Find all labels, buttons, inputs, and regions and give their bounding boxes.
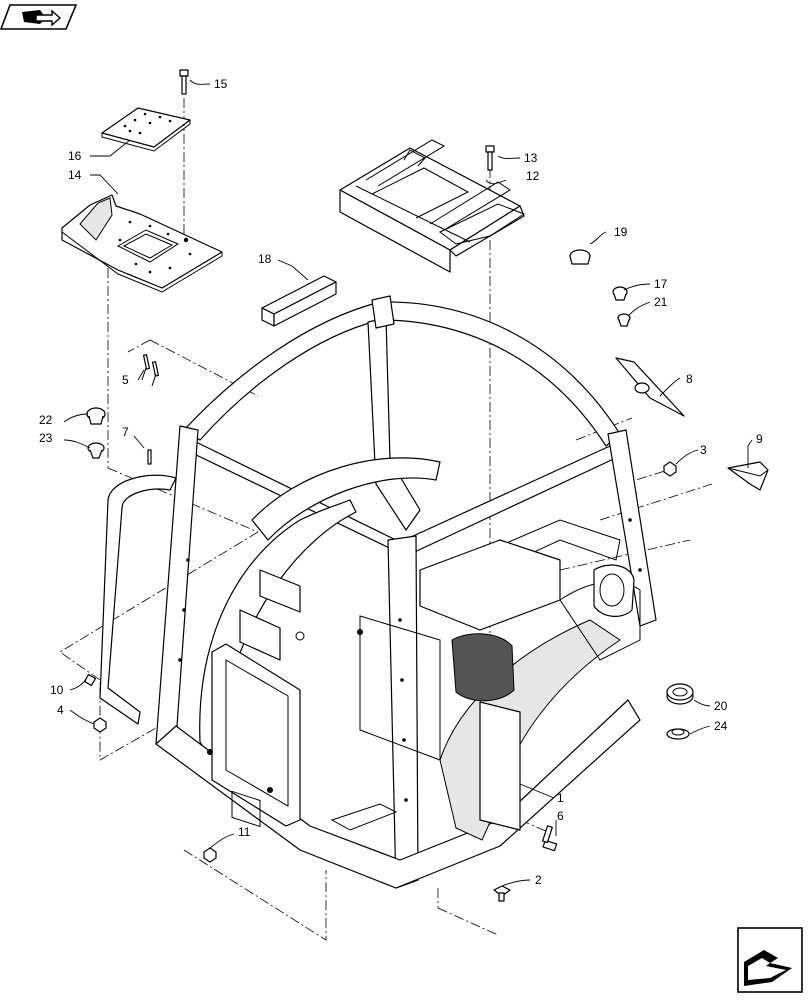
callout-13: 13 <box>524 151 538 165</box>
part-3-nut <box>663 461 677 477</box>
part-17-plug <box>612 286 628 301</box>
callout-7: 7 <box>122 425 129 439</box>
callout-5: 5 <box>122 373 129 387</box>
callout-3: 3 <box>700 443 707 457</box>
part-18-foam-block <box>261 275 337 327</box>
part-6-bolt <box>542 825 558 852</box>
part-2-screw <box>493 885 511 902</box>
part-16-plate <box>101 107 191 152</box>
callout-2: 2 <box>535 873 542 887</box>
callout-labels: 1 2 3 4 5 6 7 8 9 10 11 12 13 14 15 16 1… <box>39 77 763 887</box>
part-8-trim <box>615 357 685 417</box>
callout-1: 1 <box>557 791 564 805</box>
callout-15: 15 <box>214 77 228 91</box>
part-22-plug <box>86 407 106 425</box>
callout-10: 10 <box>50 683 64 697</box>
part-10-pin <box>83 673 97 687</box>
callout-17: 17 <box>654 277 668 291</box>
part-5-bolts <box>141 354 160 387</box>
part-11-nut <box>203 847 217 863</box>
leader-lines <box>63 79 753 887</box>
part-1-cab-frame <box>99 295 657 889</box>
callout-19: 19 <box>614 225 628 239</box>
next-page-arrow-icon[interactable] <box>737 927 803 993</box>
part-15-bolt <box>179 69 189 95</box>
callout-12: 12 <box>526 169 540 183</box>
callout-14: 14 <box>68 168 82 182</box>
part-21-plug <box>617 313 631 327</box>
part-4-nut <box>93 717 107 733</box>
callout-9: 9 <box>756 432 763 446</box>
part-23-plug <box>87 442 105 459</box>
callout-22: 22 <box>39 413 53 427</box>
assembly-center-lines <box>59 98 713 941</box>
part-20-grommet <box>666 683 694 705</box>
callout-23: 23 <box>39 431 53 445</box>
callout-6: 6 <box>557 809 564 823</box>
callout-18: 18 <box>258 252 272 266</box>
part-13-bolt <box>485 145 495 171</box>
part-19-cap <box>569 249 591 265</box>
book-arrow-icon[interactable] <box>0 4 78 30</box>
part-9-cover <box>727 461 769 491</box>
callout-20: 20 <box>714 699 728 713</box>
part-12-channel <box>339 139 526 273</box>
part-24-grommet <box>666 728 690 740</box>
callout-24: 24 <box>714 719 728 733</box>
callout-16: 16 <box>68 149 82 163</box>
part-7-pin <box>147 449 152 465</box>
callout-21: 21 <box>654 295 668 309</box>
part-14-floor-plate <box>61 194 223 293</box>
callout-8: 8 <box>686 372 693 386</box>
callout-4: 4 <box>57 703 64 717</box>
callout-11: 11 <box>238 825 251 839</box>
